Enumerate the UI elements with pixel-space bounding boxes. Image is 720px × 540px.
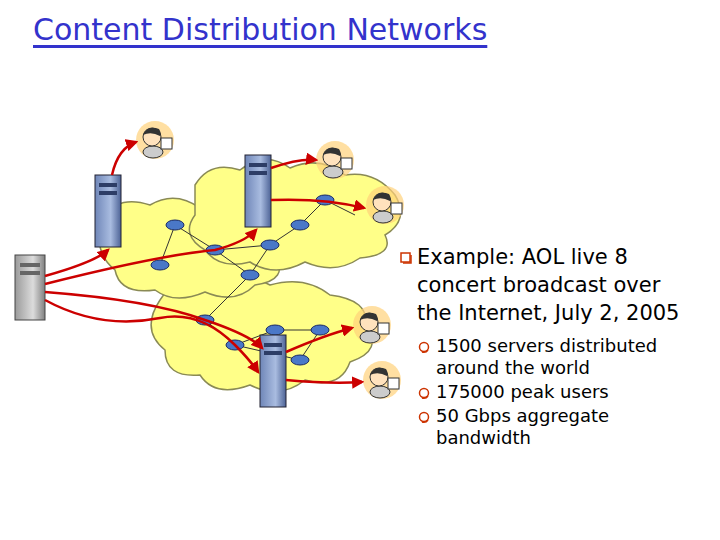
- user-hair: [143, 128, 161, 136]
- user-icon: [353, 306, 391, 344]
- server-slot: [249, 163, 267, 167]
- user-body: [323, 166, 343, 178]
- user-head: [143, 128, 161, 146]
- user-body: [360, 331, 380, 343]
- router-symbol: [241, 270, 259, 280]
- server-slot: [249, 171, 267, 175]
- bullet-item: 50 Gbps aggregate bandwidth: [436, 405, 698, 449]
- user-head: [373, 193, 391, 211]
- user-splash: [316, 141, 354, 179]
- bullet-symbol: [418, 340, 432, 354]
- user-head: [360, 313, 378, 331]
- server-slot: [99, 183, 117, 187]
- server-slot: [264, 343, 282, 347]
- user-hair: [360, 313, 378, 321]
- bullet-item: 175000 peak users: [436, 381, 698, 403]
- server-tower: [15, 255, 45, 320]
- user-icon: [316, 141, 354, 179]
- bullet-symbol: [418, 410, 432, 424]
- flow-arrow: [45, 300, 258, 372]
- content-flow: [45, 142, 364, 383]
- router-symbol: [291, 355, 309, 365]
- flow-arrow: [112, 142, 136, 175]
- server-slot: [20, 263, 40, 267]
- server-tower: [95, 175, 121, 247]
- router-symbol: [266, 325, 284, 335]
- user-splash: [366, 186, 404, 224]
- user-monitor: [161, 138, 172, 149]
- user-body: [370, 386, 390, 398]
- bullet-list: Example: AOL live 8 concert broadcast ov…: [398, 243, 708, 449]
- server-tower: [260, 335, 286, 407]
- sub-bullet-text: 1500 servers distributed around the worl…: [436, 335, 698, 379]
- sub-bullet-text: 175000 peak users: [436, 381, 698, 403]
- user-monitor: [341, 158, 352, 169]
- bullet-item: 1500 servers distributed around the worl…: [436, 335, 698, 379]
- cdn-server: [95, 175, 121, 247]
- user-icon: [363, 361, 401, 399]
- router-symbol: [291, 220, 309, 230]
- user-hair: [373, 193, 391, 201]
- flow-arrow: [286, 328, 352, 352]
- sub-bullet-text: 50 Gbps aggregate bandwidth: [436, 405, 698, 449]
- slide-title: Content Distribution Networks: [33, 12, 487, 47]
- cdn-server: [260, 335, 286, 407]
- user-head: [370, 368, 388, 386]
- bullet-text: Example: AOL live 8 concert broadcast ov…: [417, 243, 698, 327]
- bullet-circle: [420, 343, 429, 352]
- server-slot: [99, 191, 117, 195]
- user-body: [373, 211, 393, 223]
- router-symbol: [261, 240, 279, 250]
- server-tower: [245, 155, 271, 227]
- router-group: [151, 195, 334, 365]
- cdn-server: [245, 155, 271, 227]
- flow-arrow: [45, 230, 256, 284]
- bullet-symbol: [399, 251, 413, 265]
- user-monitor: [391, 203, 402, 214]
- bullet-circle: [420, 389, 429, 398]
- flow-arrow: [286, 380, 362, 383]
- origin-server: [15, 255, 45, 320]
- bullet-circle: [420, 413, 429, 422]
- bullet-shadow: [422, 396, 428, 398]
- user-icon: [366, 186, 404, 224]
- user-splash: [353, 306, 391, 344]
- user-monitor: [388, 378, 399, 389]
- user-hair: [370, 368, 388, 376]
- bullet-symbol: [418, 386, 432, 400]
- user-body: [143, 146, 163, 158]
- user-splash: [363, 361, 401, 399]
- user-head: [323, 148, 341, 166]
- bullet-item: Example: AOL live 8 concert broadcast ov…: [417, 243, 698, 327]
- network-link: [205, 275, 250, 320]
- router-symbol: [311, 325, 329, 335]
- user-splash: [136, 121, 174, 159]
- bullet-square: [401, 253, 410, 262]
- router-symbol: [166, 220, 184, 230]
- server-slot: [20, 271, 40, 275]
- bullet-shadow: [422, 420, 428, 422]
- server-slot: [264, 351, 282, 355]
- bullet-shadow: [422, 350, 428, 352]
- user-hair: [323, 148, 341, 156]
- user-icon: [136, 121, 174, 159]
- router-symbol: [151, 260, 169, 270]
- flow-arrow: [271, 160, 316, 168]
- user-monitor: [378, 323, 389, 334]
- flow-arrow: [271, 200, 364, 208]
- bullet-shadow: [403, 255, 411, 263]
